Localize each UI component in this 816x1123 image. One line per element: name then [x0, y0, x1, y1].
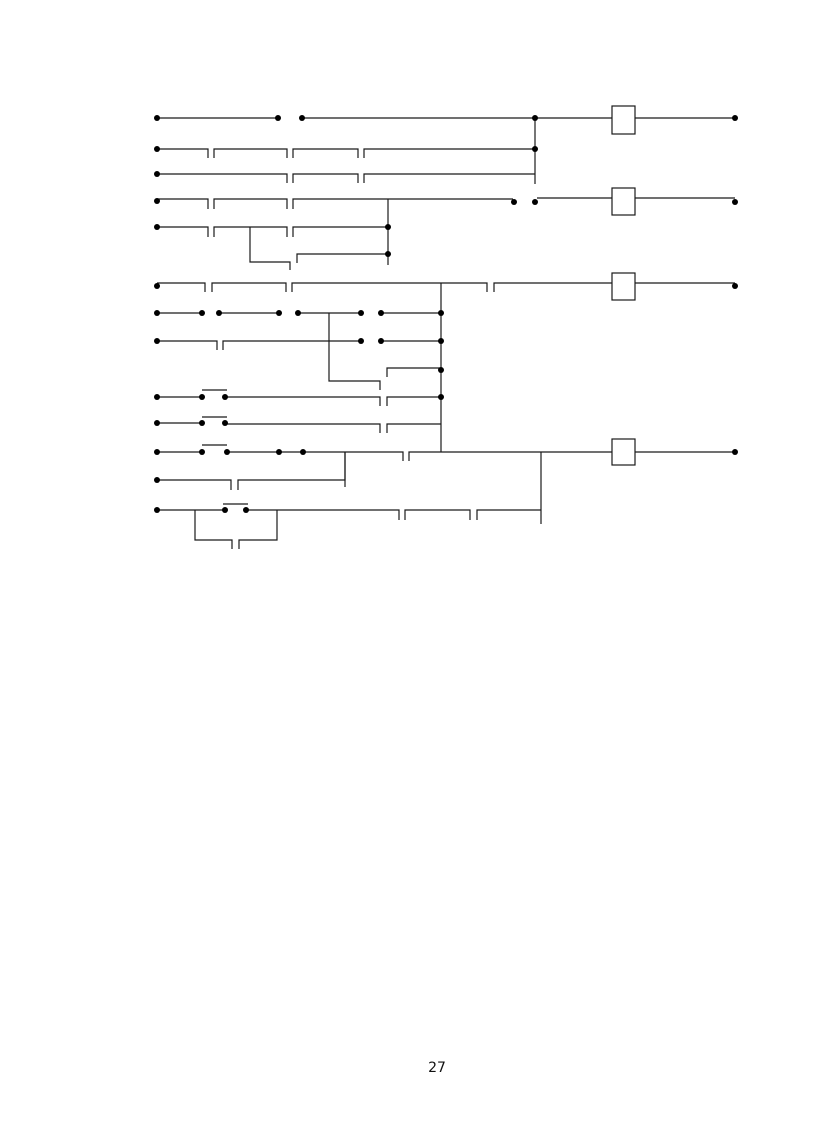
rung-4 [154, 438, 738, 549]
output-coil-1 [611, 105, 636, 135]
output-coil-2 [611, 187, 636, 216]
page-number: 27 [428, 1060, 446, 1076]
rung-2 [154, 187, 738, 270]
rung-1 [154, 105, 738, 184]
output-coil-4 [611, 438, 636, 466]
rung-3 [154, 272, 738, 452]
output-coil-3 [611, 272, 636, 301]
